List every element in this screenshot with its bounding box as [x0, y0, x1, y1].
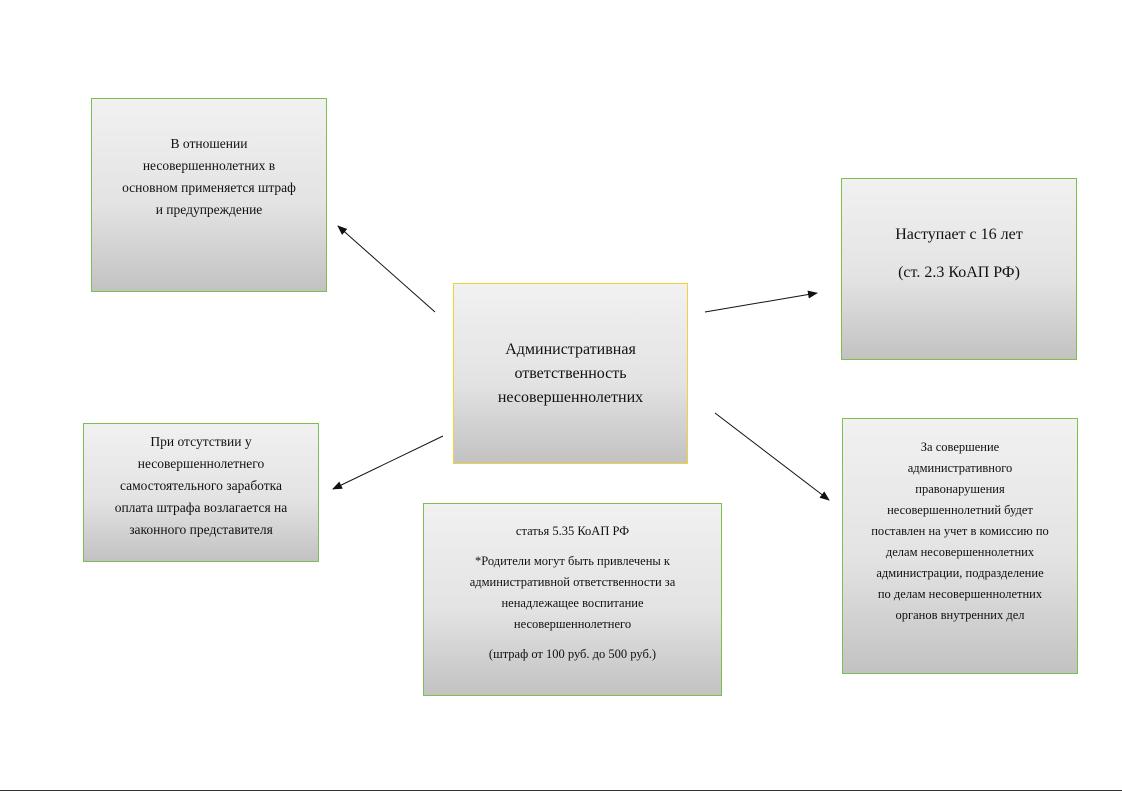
- penalty-line-4: и предупреждение: [155, 202, 263, 217]
- box-age-of-responsibility: Наступает с 16 лет (ст. 2.3 КоАП РФ): [841, 178, 1077, 360]
- box-fine-payment: При отсутствии у несовершеннолетнего сам…: [83, 423, 319, 562]
- arrow-to-top-left: [337, 225, 436, 313]
- page-bottom-rule: [0, 790, 1122, 791]
- liability-line-2: административной ответственности за: [469, 574, 676, 589]
- penalty-line-1: В отношении: [170, 136, 248, 151]
- central-line-2: ответственность: [514, 364, 627, 382]
- registration-line-7: администрации, подразделение: [876, 565, 1044, 580]
- central-line-3: несовершеннолетних: [497, 388, 644, 406]
- liability-text: *Родители могут быть привлечены к админи…: [470, 551, 676, 635]
- box-penalty-types: В отношении несовершеннолетних в основно…: [91, 98, 327, 292]
- registration-line-5: поставлен на учет в комиссию по: [871, 523, 1049, 538]
- liability-heading: статья 5.35 КоАП РФ: [515, 523, 630, 538]
- article-reference: (ст. 2.3 КоАП РФ): [898, 264, 1020, 281]
- central-line-1: Административная: [505, 340, 636, 358]
- liability-line-4: несовершеннолетнего: [513, 616, 632, 631]
- payment-line-3: самостоятельного заработка: [119, 477, 283, 493]
- registration-line-6: делам несовершеннолетних: [885, 544, 1035, 559]
- age-line: Наступает с 16 лет: [895, 226, 1023, 243]
- registration-line-8: по делам несовершеннолетних: [877, 586, 1043, 601]
- penalty-line-3: основном применяется штраф: [122, 180, 296, 195]
- box-parent-liability: статья 5.35 КоАП РФ *Родители могут быть…: [423, 503, 722, 696]
- box-registration: За совершение административного правонар…: [842, 418, 1078, 674]
- liability-line-1: *Родители могут быть привлечены к: [474, 553, 670, 568]
- liability-line-3: ненадлежащее воспитание: [501, 595, 644, 610]
- fine-amount: (штраф от 100 руб. до 500 руб.): [488, 646, 657, 661]
- payment-line-2: несовершеннолетнего: [137, 455, 265, 471]
- registration-line-3: правонарушения: [915, 481, 1005, 496]
- arrow-to-bottom-right: [714, 412, 830, 501]
- payment-line-1: При отсутствии у: [150, 433, 252, 449]
- box-central-topic: Административная ответственность несовер…: [453, 283, 688, 464]
- payment-line-5: законного представителя: [129, 521, 273, 537]
- registration-line-4: несовершеннолетний будет: [887, 502, 1033, 517]
- penalty-line-2: несовершеннолетних в: [142, 158, 276, 173]
- arrow-to-top-right: [704, 290, 818, 313]
- registration-line-9: органов внутренних дел: [895, 607, 1025, 622]
- registration-line-2: административного: [907, 460, 1013, 475]
- arrow-to-bottom-left: [332, 435, 444, 490]
- registration-line-1: За совершение: [920, 439, 1000, 454]
- payment-line-4: оплата штрафа возлагается на: [114, 499, 288, 515]
